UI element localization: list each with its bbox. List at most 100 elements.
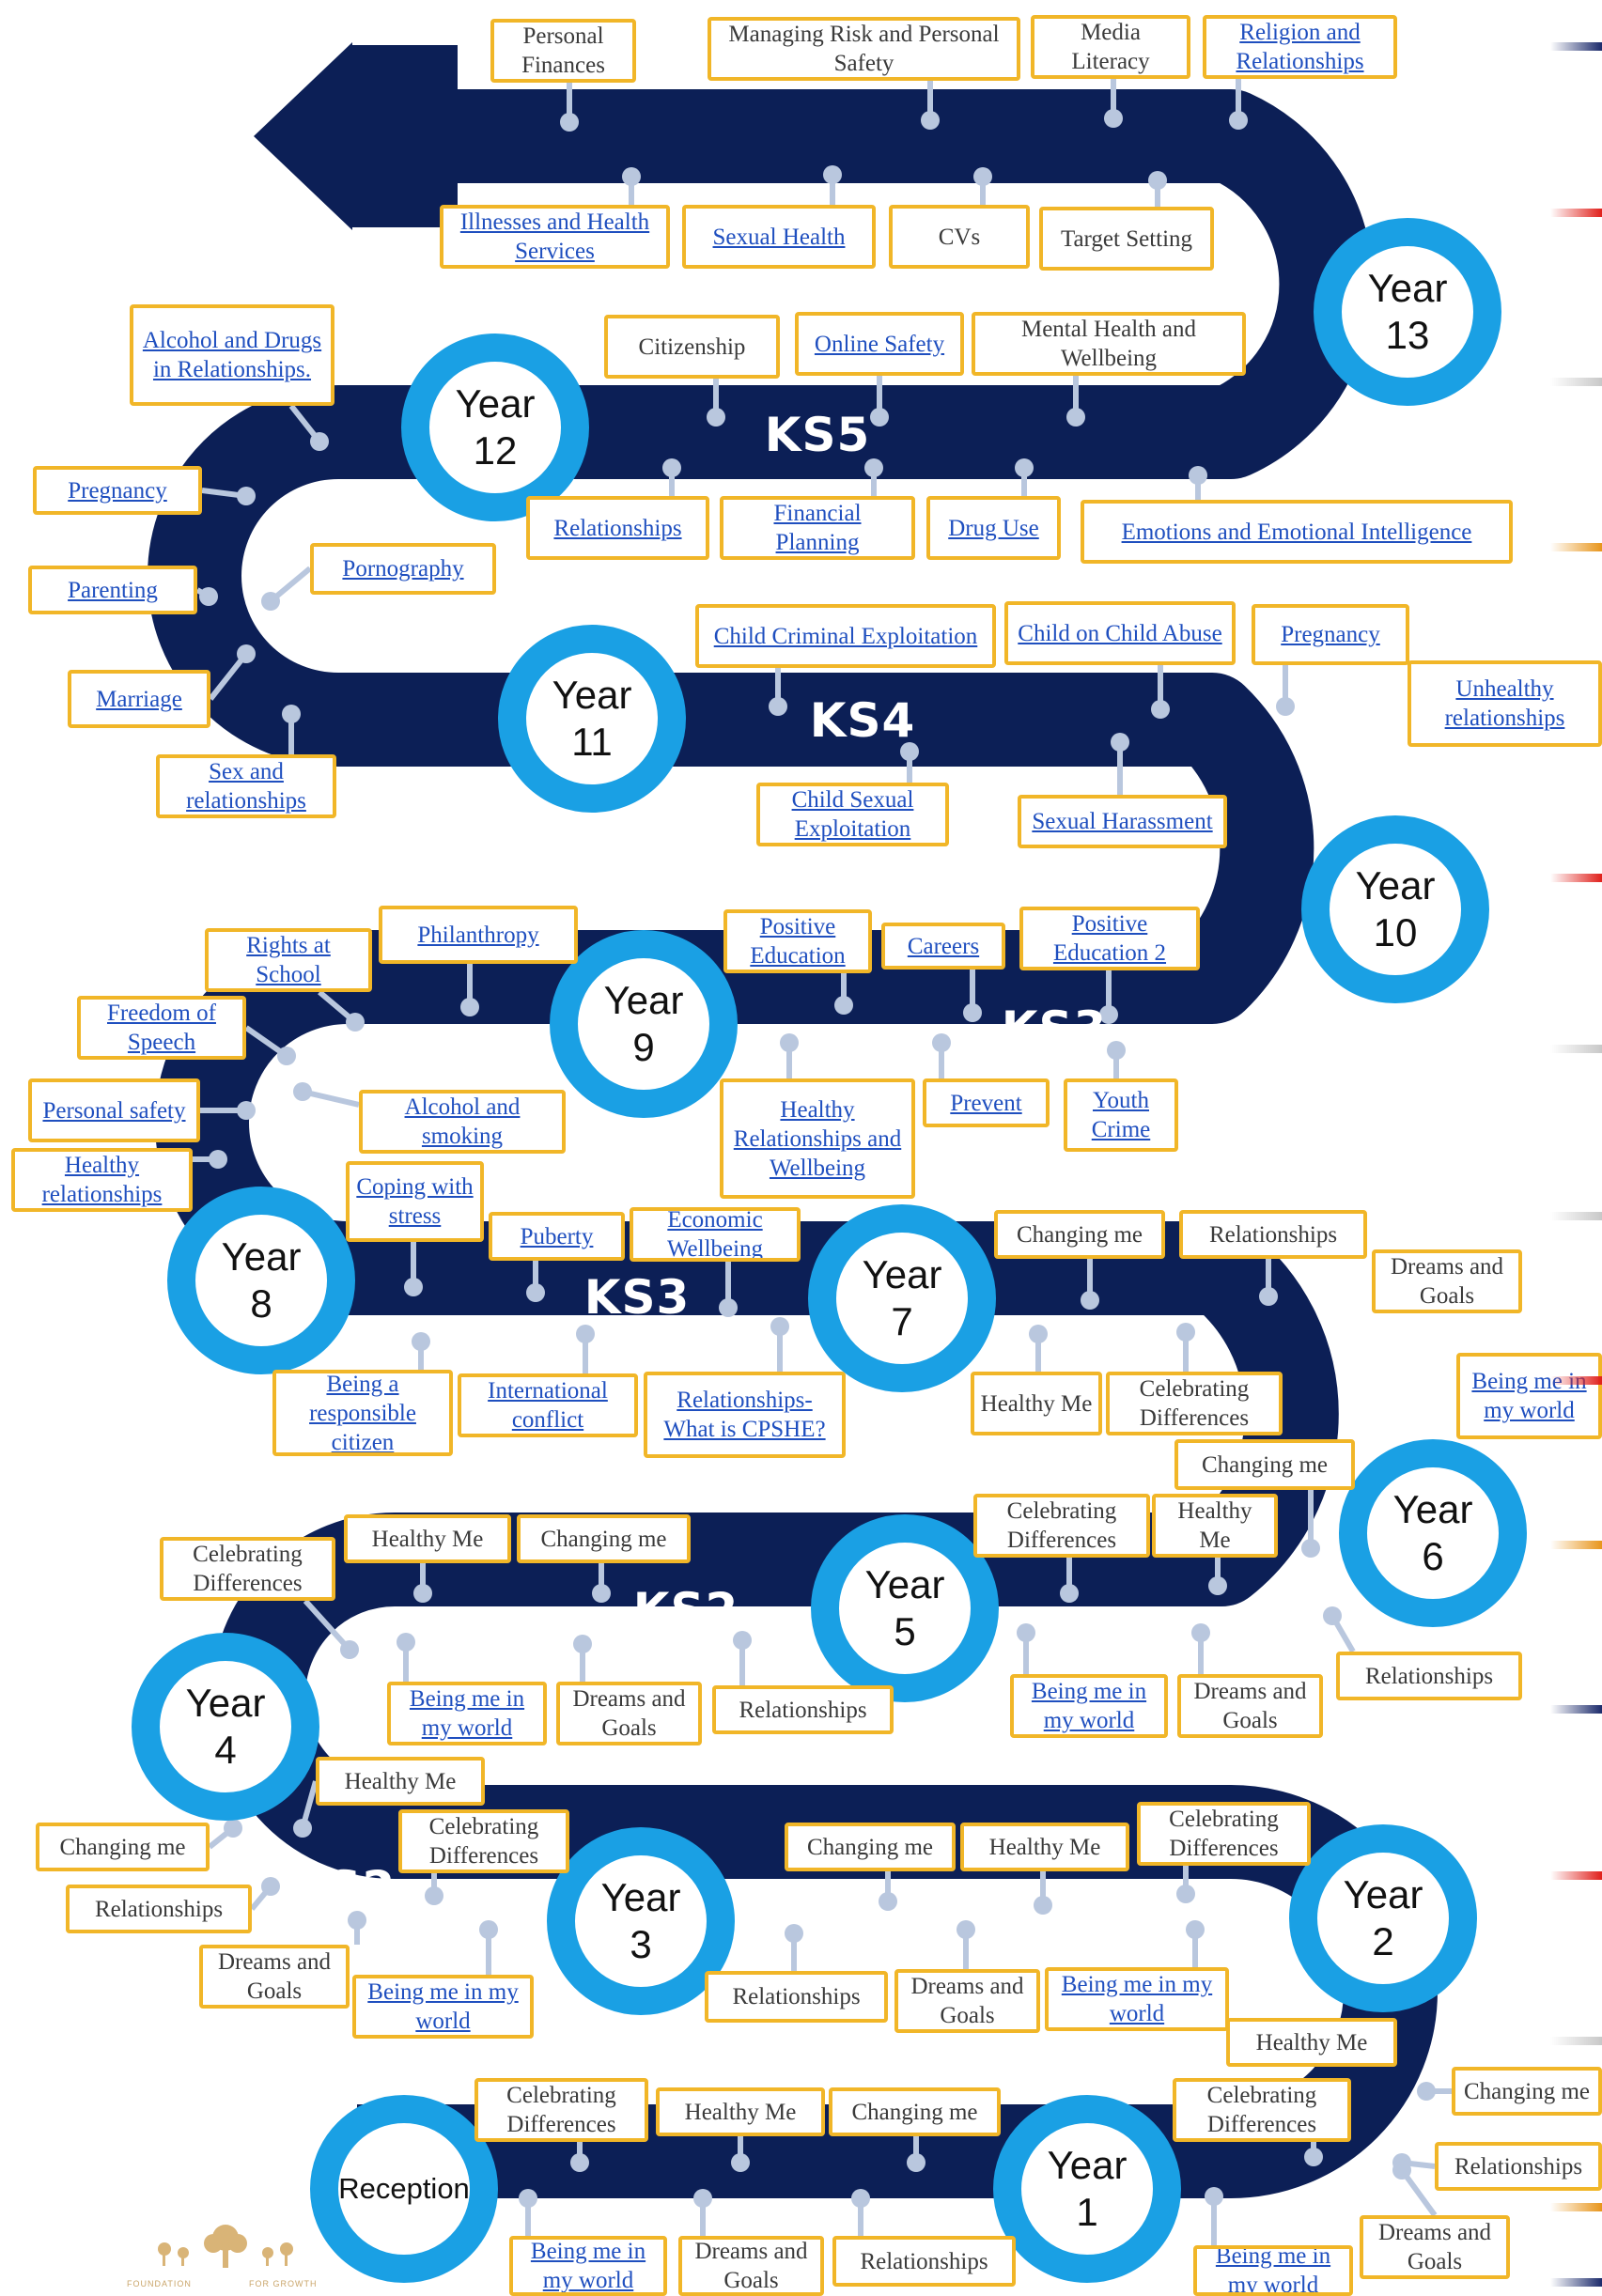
topic-alcohol-drugs-relationships[interactable]: Alcohol and Drugs in Relationships. <box>130 304 334 406</box>
year-11-marker: Year 11 <box>498 625 686 813</box>
connector-knob <box>957 1920 975 1939</box>
topic-y6-being-me[interactable]: Being me in my world <box>1010 1674 1168 1738</box>
topic-y2-dreams-goals: Dreams and Goals <box>894 1969 1040 2033</box>
topic-y6-relationships: Relationships <box>1336 1652 1522 1700</box>
topic-y3-being-me[interactable]: Being me in my world <box>352 1975 534 2039</box>
topic-sexual-health[interactable]: Sexual Health <box>682 205 876 269</box>
connector-knob <box>1176 1323 1195 1342</box>
topic-y6-changing-me: Changing me <box>1174 1439 1355 1490</box>
topic-y7-being-me[interactable]: Being me in my world <box>1456 1353 1602 1439</box>
topic-rights-at-school[interactable]: Rights at School <box>205 928 372 992</box>
connector-knob <box>769 697 787 716</box>
topic-puberty[interactable]: Puberty <box>489 1212 625 1261</box>
connector-knob <box>1015 458 1034 477</box>
topic-y2-changing-me: Changing me <box>785 1823 956 1871</box>
topic-unhealthy-relationships[interactable]: Unhealthy relationships <box>1408 660 1602 747</box>
topic-healthy-relationships[interactable]: Healthy relationships <box>11 1148 193 1212</box>
topic-freedom-of-speech[interactable]: Freedom of Speech <box>77 996 246 1060</box>
topic-y2-being-me[interactable]: Being me in my world <box>1045 1967 1229 2031</box>
connector-knob <box>573 1635 592 1653</box>
connector-knob <box>1186 1920 1205 1939</box>
connector-knob <box>397 1633 415 1652</box>
topic-economic-wellbeing[interactable]: Economic Wellbeing <box>630 1207 801 1262</box>
topic-positive-education-2[interactable]: Positive Education 2 <box>1019 907 1200 970</box>
connector-line <box>302 1089 360 1108</box>
topic-rec-being-me[interactable]: Being me in my world <box>509 2236 667 2296</box>
year-4-marker: Year 4 <box>132 1633 319 1821</box>
topic-rec-changing-me: Changing me <box>829 2087 1001 2136</box>
edge-marker <box>1550 874 1602 882</box>
topic-youth-crime[interactable]: Youth Crime <box>1064 1078 1178 1152</box>
topic-child-on-child-abuse[interactable]: Child on Child Abuse <box>1004 601 1236 665</box>
topic-pornography[interactable]: Pornography <box>310 543 496 595</box>
topic-parenting[interactable]: Parenting <box>28 566 197 614</box>
topic-y7-celebrating: Celebrating Differences <box>1106 1372 1283 1435</box>
topic-rec-healthy-me: Healthy Me <box>656 2087 825 2136</box>
connector-knob <box>237 1101 256 1120</box>
ks2-lower-label: KS2 <box>289 1861 397 1916</box>
ks2-upper-label: KS2 <box>632 1583 739 1637</box>
topic-coping-stress[interactable]: Coping with stress <box>346 1161 484 1242</box>
topic-y4-changing-me: Changing me <box>36 1823 210 1871</box>
topic-alcohol-smoking[interactable]: Alcohol and smoking <box>359 1090 566 1154</box>
edge-marker <box>1550 209 1602 217</box>
topic-personal-safety[interactable]: Personal safety <box>28 1078 200 1142</box>
connector-knob <box>1060 1584 1079 1603</box>
topic-child-criminal-exploitation[interactable]: Child Criminal Exploitation <box>695 604 996 668</box>
year-2-marker: Year 2 <box>1289 1824 1477 2012</box>
connector-knob <box>1259 1287 1278 1306</box>
connector-knob <box>237 487 256 505</box>
topic-illnesses-health-services[interactable]: Illnesses and Health Services <box>440 205 670 269</box>
topic-drug-use[interactable]: Drug Use <box>926 496 1061 560</box>
connector-knob <box>851 2189 870 2208</box>
connector-knob <box>1029 1325 1048 1343</box>
year-9-marker: Year 9 <box>550 930 738 1118</box>
topic-y5-relationships: Relationships <box>712 1685 894 1734</box>
topic-y4-relationships: Relationships <box>66 1885 252 1933</box>
connector-knob <box>425 1886 443 1905</box>
topic-relationships-cpshe[interactable]: Relationships- What is CPSHE? <box>644 1372 846 1458</box>
connector-knob <box>707 408 725 427</box>
topic-y2-healthy-me: Healthy Me <box>960 1823 1129 1871</box>
topic-marriage[interactable]: Marriage <box>68 670 210 728</box>
topic-ks5-pregnancy[interactable]: Pregnancy <box>33 466 202 515</box>
topic-y1-being-me[interactable]: Being me in my world <box>1193 2245 1353 2296</box>
connector-knob <box>1176 1885 1195 1903</box>
topic-managing-risk: Managing Risk and Personal Safety <box>708 17 1020 81</box>
connector-knob <box>348 1911 366 1930</box>
topic-y7-relationships: Relationships <box>1179 1210 1367 1259</box>
topic-responsible-citizen[interactable]: Being a responsible citizen <box>272 1370 453 1456</box>
year-5-marker: Year 5 <box>811 1514 999 1702</box>
topic-prevent[interactable]: Prevent <box>923 1078 1050 1127</box>
connector-knob <box>519 2189 537 2208</box>
connector-knob <box>963 1003 982 1022</box>
topic-healthy-rel-wellbeing[interactable]: Healthy Relationships and Wellbeing <box>720 1078 915 1199</box>
connector-knob <box>293 1082 312 1101</box>
connector-knob <box>1111 733 1129 752</box>
topic-positive-education[interactable]: Positive Education <box>723 909 872 973</box>
topic-child-sexual-exploitation[interactable]: Child Sexual Exploitation <box>756 783 949 846</box>
topic-international-conflict[interactable]: International conflict <box>458 1373 638 1437</box>
topic-financial-planning[interactable]: Financial Planning <box>720 496 915 560</box>
topic-online-safety[interactable]: Online Safety <box>795 312 964 376</box>
edge-marker <box>1550 1045 1602 1053</box>
topic-ks4-pregnancy[interactable]: Pregnancy <box>1252 604 1409 665</box>
topic-emotions-intelligence[interactable]: Emotions and Emotional Intelligence <box>1081 500 1513 564</box>
connector-knob <box>770 1317 789 1336</box>
connector-knob <box>592 1584 611 1603</box>
connector-knob <box>1417 2082 1436 2101</box>
topic-careers[interactable]: Careers <box>881 923 1005 970</box>
topic-connectors <box>193 79 1452 2245</box>
topic-y4-celebrating: Celebrating Differences <box>398 1809 569 1873</box>
topic-ks5-relationships[interactable]: Relationships <box>526 496 709 560</box>
topic-sexual-harassment[interactable]: Sexual Harassment <box>1018 795 1227 848</box>
edge-marker <box>1550 1376 1602 1385</box>
topic-religion-relationships[interactable]: Religion and Relationships <box>1203 15 1397 79</box>
topic-y5-being-me[interactable]: Being me in my world <box>387 1682 547 1745</box>
topic-philanthropy[interactable]: Philanthropy <box>379 906 578 964</box>
topic-y7-changing-me: Changing me <box>994 1210 1165 1259</box>
year-1-marker: Year 1 <box>993 2095 1181 2283</box>
edge-marker <box>1550 1705 1602 1714</box>
topic-sex-relationships[interactable]: Sex and relationships <box>156 754 336 818</box>
connector-knob <box>932 1033 951 1052</box>
